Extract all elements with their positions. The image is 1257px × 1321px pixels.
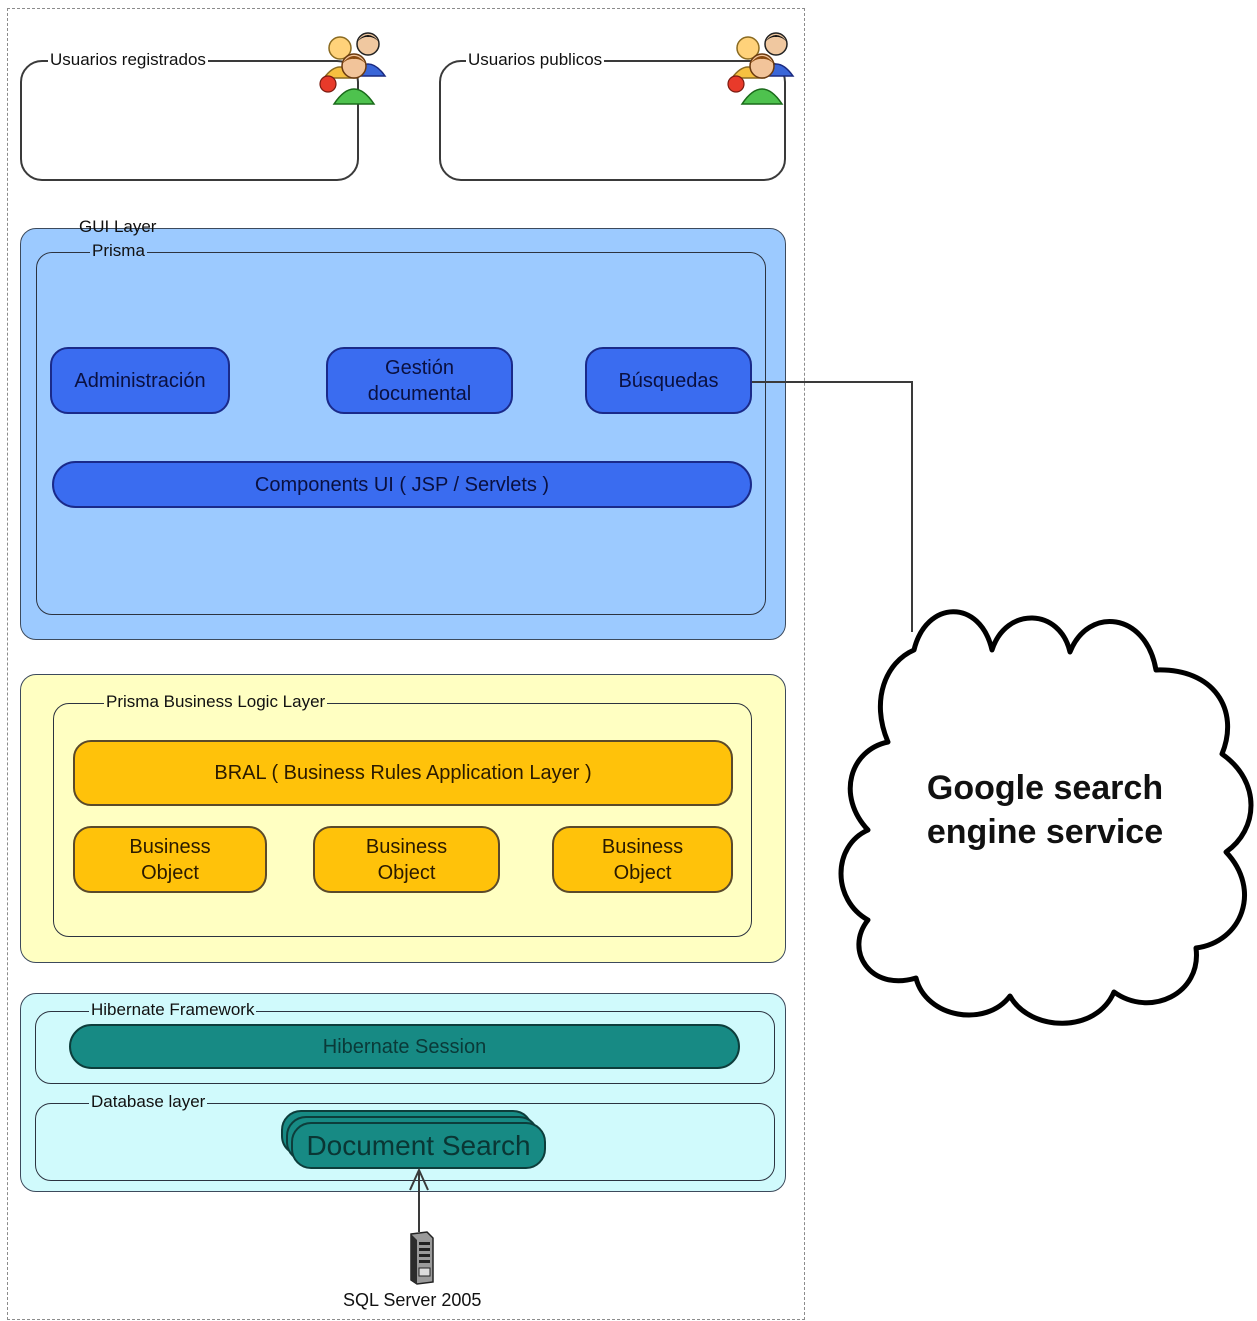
public-users-label: Usuarios publicos	[466, 50, 605, 69]
business-logic-layer	[20, 674, 786, 963]
server-tower-icon	[410, 1231, 434, 1285]
business-object-label: Business Object	[601, 835, 684, 884]
business-logic-container	[53, 703, 752, 937]
components-ui-bar: Components UI ( JSP / Servlets )	[52, 461, 752, 508]
administracion-label: Administración	[74, 369, 206, 392]
gestion-documental-label: Gestión documental	[367, 356, 472, 405]
prisma-label: Prisma	[90, 241, 147, 260]
business-object-2: Business Object	[313, 826, 500, 893]
hibernate-label: Hibernate Framework	[89, 1000, 257, 1019]
business-object-1: Business Object	[73, 826, 267, 893]
gui-layer-label: GUI Layer	[79, 217, 157, 236]
arrow-head-icon	[409, 1167, 429, 1191]
busquedas-to-google-connector	[752, 381, 913, 632]
prisma-container	[36, 252, 766, 615]
administracion-module: Administración	[50, 347, 230, 414]
business-object-label: Business Object	[129, 835, 211, 884]
user-group-icon	[319, 32, 387, 105]
busquedas-module: Búsquedas	[585, 347, 752, 414]
registered-users-label: Usuarios registrados	[48, 50, 208, 69]
gui-layer	[20, 228, 786, 640]
hibernate-session-label: Hibernate Session	[322, 1035, 487, 1058]
public-users-box	[439, 60, 786, 181]
bral-bar: BRAL ( Business Rules Application Layer …	[73, 740, 733, 806]
gestion-documental-module: Gestión documental	[326, 347, 513, 414]
busquedas-label: Búsquedas	[618, 369, 719, 392]
components-ui-label: Components UI ( JSP / Servlets )	[254, 473, 550, 496]
document-search: Document Search	[291, 1122, 546, 1169]
hibernate-session-bar: Hibernate Session	[69, 1024, 740, 1069]
user-group-icon	[727, 32, 795, 105]
sql-server-label: SQL Server 2005	[343, 1290, 482, 1310]
system-boundary	[7, 8, 805, 1320]
hibernate-container	[35, 1011, 775, 1084]
business-object-3: Business Object	[552, 826, 733, 893]
business-object-label: Business Object	[365, 835, 448, 884]
bral-label: BRAL ( Business Rules Application Layer …	[214, 762, 592, 784]
document-search-label: Document Search	[306, 1129, 531, 1161]
cloud-shape	[838, 609, 1254, 1026]
google-search-label: Google search engine service	[926, 769, 1164, 851]
database-label: Database layer	[89, 1092, 208, 1111]
database-container	[35, 1103, 775, 1181]
business-logic-label: Prisma Business Logic Layer	[104, 692, 328, 711]
